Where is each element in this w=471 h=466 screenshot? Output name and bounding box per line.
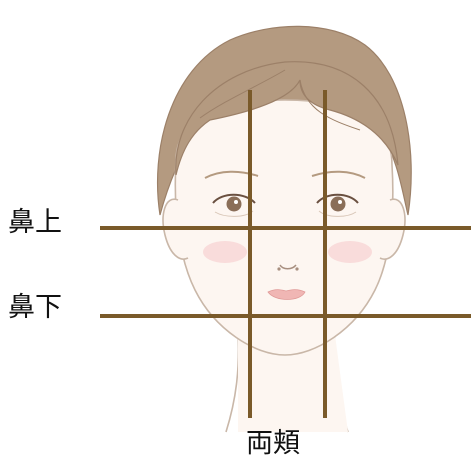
nose-lower-label: 鼻下 bbox=[8, 292, 62, 323]
hair-strand bbox=[199, 69, 286, 119]
nose bbox=[277, 264, 299, 271]
right-blush bbox=[328, 241, 372, 263]
hair-fringe bbox=[175, 61, 399, 176]
right-eye bbox=[316, 193, 359, 217]
lips bbox=[267, 289, 306, 300]
right-eyebrow bbox=[311, 170, 366, 179]
hair-strand bbox=[299, 79, 361, 131]
left-eye bbox=[212, 193, 256, 217]
cheeks-label: 両頬 bbox=[246, 428, 300, 459]
guide-lines bbox=[100, 90, 471, 418]
neck bbox=[225, 329, 349, 433]
left-eyebrow bbox=[204, 170, 259, 179]
nose-upper-label: 鼻上 bbox=[8, 207, 62, 238]
left-blush bbox=[203, 241, 247, 263]
